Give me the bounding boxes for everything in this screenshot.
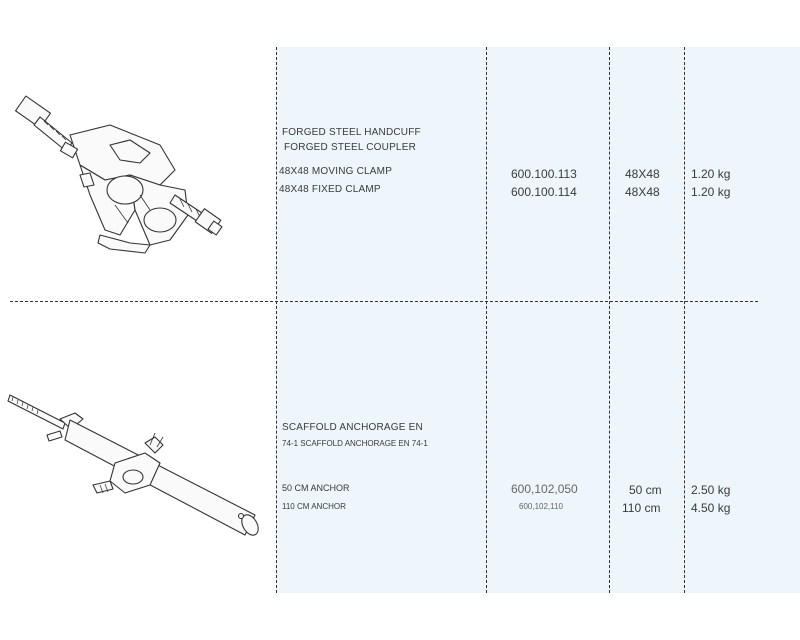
item-weight: 1.20 kg bbox=[691, 185, 731, 199]
item-weight: 2.50 kg bbox=[691, 483, 731, 497]
forged-steel-coupler-drawing bbox=[15, 95, 223, 254]
item-size: 48X48 bbox=[625, 167, 660, 181]
item-name: 48X48 FIXED CLAMP bbox=[279, 184, 381, 195]
column-divider bbox=[609, 47, 610, 593]
product-title-line-1: SCAFFOLD ANCHORAGE EN bbox=[282, 422, 423, 433]
item-code: 600.100.114 bbox=[511, 185, 577, 199]
item-code: 600,102,050 bbox=[511, 482, 578, 496]
item-size: 48X48 bbox=[625, 185, 660, 199]
item-size: 50 cm bbox=[629, 483, 662, 497]
item-name: 48X48 MOVING CLAMP bbox=[279, 166, 393, 177]
product-title-line-2: 74-1 SCAFFOLD ANCHORAGE EN 74-1 bbox=[282, 439, 428, 448]
scaffold-anchor-drawing bbox=[7, 394, 259, 536]
row-divider bbox=[10, 301, 758, 302]
product-title-line-1: FORGED STEEL HANDCUFF bbox=[282, 127, 421, 138]
item-code: 600,102,110 bbox=[519, 502, 563, 511]
item-weight: 4.50 kg bbox=[691, 501, 731, 515]
product-title-line-2: FORGED STEEL COUPLER bbox=[284, 142, 416, 153]
column-divider bbox=[276, 47, 277, 593]
item-weight: 1.20 kg bbox=[691, 167, 731, 181]
item-size: 110 cm bbox=[622, 501, 661, 515]
item-name: 50 CM ANCHOR bbox=[282, 483, 350, 493]
product-table-background bbox=[276, 47, 800, 593]
item-code: 600.100.113 bbox=[511, 167, 577, 181]
item-name: 110 CM ANCHOR bbox=[282, 502, 346, 511]
column-divider bbox=[684, 47, 685, 593]
column-divider bbox=[486, 47, 487, 593]
